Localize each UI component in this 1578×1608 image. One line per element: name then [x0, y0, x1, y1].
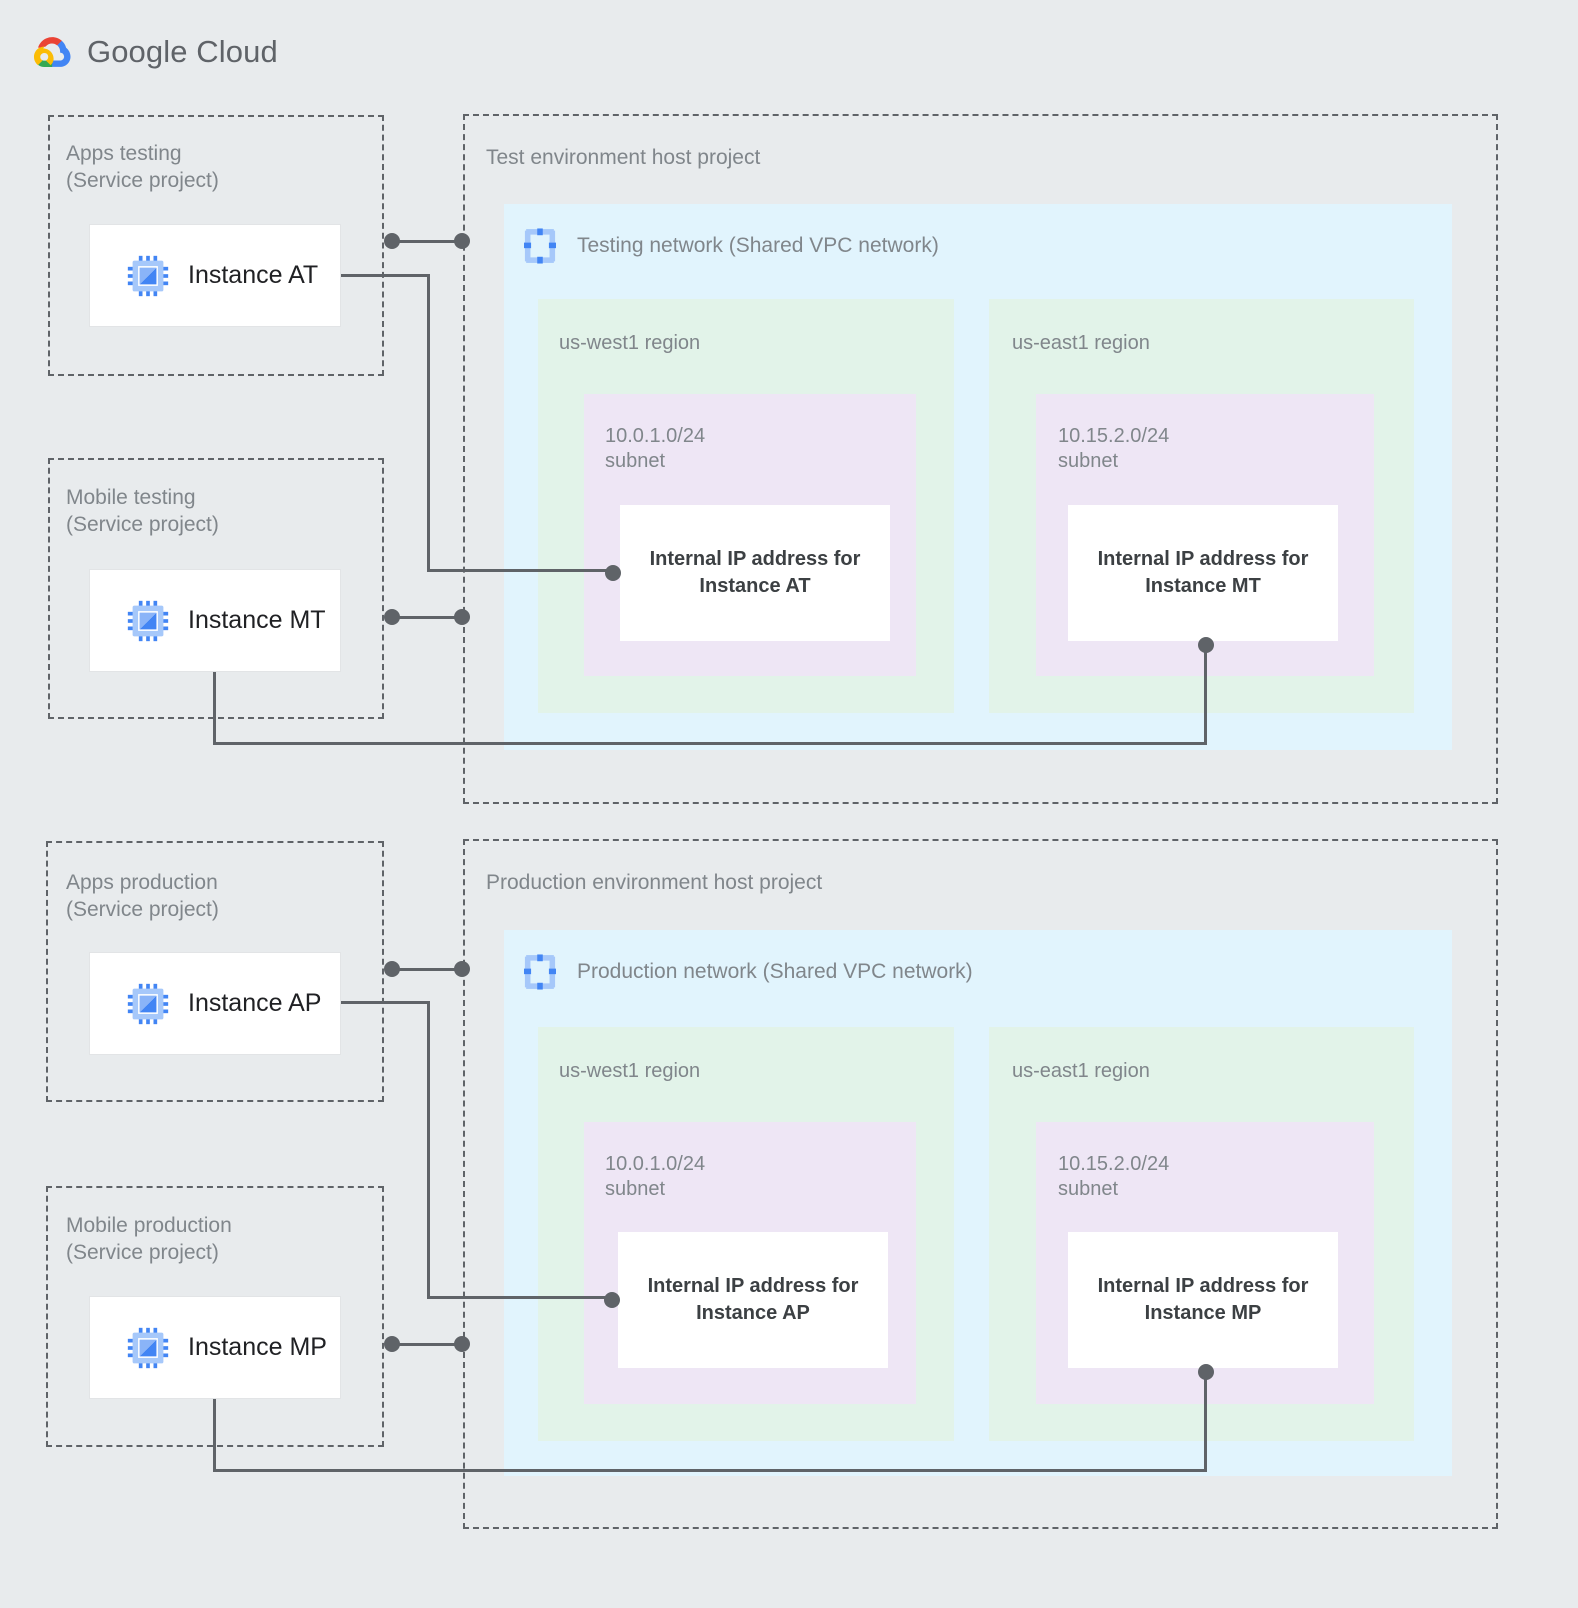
- ip-card-text-ap: Internal IP address for Instance AP: [647, 1275, 859, 1324]
- connector-ap-seg3: [427, 1296, 615, 1299]
- vpc-network-icon: [521, 952, 559, 992]
- region-label-prod-us-east1: us-east1 region: [1012, 1060, 1150, 1082]
- service-project-apps-testing-title: Apps testing (Service project): [66, 142, 219, 192]
- connector-line-ap-peer: [392, 968, 462, 971]
- instance-card-at[interactable]: Instance AT: [89, 224, 341, 327]
- brand-name: Google Cloud: [87, 34, 278, 70]
- service-project-mobile-testing-title: Mobile testing (Service project): [66, 486, 219, 536]
- connector-ap-seg2: [427, 1001, 430, 1299]
- ip-card-instance-ap: Internal IP address for Instance AP: [618, 1232, 888, 1368]
- connector-mp-seg1: [213, 1399, 216, 1471]
- instance-label-mt: Instance MT: [188, 606, 326, 634]
- connector-dot-mp-ip: [1198, 1364, 1214, 1380]
- cpu-instance-icon: [126, 599, 170, 643]
- connector-mp-seg3: [1204, 1372, 1207, 1472]
- brand-name-bold: Google: [87, 34, 188, 69]
- region-label-prod-us-west1: us-west1 region: [559, 1060, 701, 1082]
- instance-card-ap[interactable]: Instance AP: [89, 952, 341, 1055]
- service-project-apps-production-title: Apps production (Service project): [66, 871, 219, 921]
- host-project-test-env: [463, 114, 1498, 804]
- connector-at-seg2: [427, 274, 430, 571]
- subnet-label-test-us-east1: 10.15.2.0/24 subnet: [1058, 425, 1170, 472]
- connector-line-at-peer: [392, 240, 462, 243]
- ip-card-instance-mp: Internal IP address for Instance MP: [1068, 1232, 1338, 1368]
- connector-dot-at-ip: [605, 565, 621, 581]
- connector-mp-seg2: [213, 1469, 1207, 1472]
- cpu-instance-icon: [126, 254, 170, 298]
- host-project-prod-env: [463, 839, 1498, 1529]
- connector-at-seg1: [341, 274, 430, 277]
- ip-card-text-mt: Internal IP address for Instance MT: [1097, 548, 1309, 597]
- instance-label-mp: Instance MP: [188, 1333, 327, 1361]
- instance-card-mt[interactable]: Instance MT: [89, 569, 341, 672]
- connector-mt-seg1: [213, 672, 216, 744]
- subnet-label-prod-us-west1: 10.0.1.0/24 subnet: [605, 1153, 706, 1200]
- connector-dot-mt-ip: [1198, 637, 1214, 653]
- google-cloud-logo-icon: [30, 33, 74, 71]
- subnet-label-test-us-west1: 10.0.1.0/24 subnet: [605, 425, 706, 472]
- google-cloud-logo: Google Cloud: [30, 33, 278, 71]
- instance-card-mp[interactable]: Instance MP: [89, 1296, 341, 1399]
- ip-card-instance-at: Internal IP address for Instance AT: [620, 505, 890, 641]
- connector-dot-ap-ip: [604, 1292, 620, 1308]
- connector-line-mt-peer: [392, 616, 462, 619]
- network-header-testing: Testing network (Shared VPC network): [521, 226, 939, 266]
- vpc-network-icon: [521, 226, 559, 266]
- connector-ap-seg1: [341, 1001, 430, 1004]
- instance-label-at: Instance AT: [188, 261, 319, 289]
- ip-card-instance-mt: Internal IP address for Instance MT: [1068, 505, 1338, 641]
- connector-dot-mp-right: [454, 1336, 470, 1352]
- brand-name-light: Cloud: [196, 34, 278, 69]
- cpu-instance-icon: [126, 1326, 170, 1370]
- connector-dot-mt-right: [454, 609, 470, 625]
- service-project-apps-production: [46, 841, 384, 1102]
- region-label-test-us-west1: us-west1 region: [559, 332, 701, 354]
- region-label-test-us-east1: us-east1 region: [1012, 332, 1150, 354]
- ip-card-text-at: Internal IP address for Instance AT: [649, 548, 861, 597]
- connector-mt-seg3: [1204, 645, 1207, 745]
- host-project-test-env-title: Test environment host project: [486, 146, 761, 169]
- connector-mt-seg2: [213, 742, 1207, 745]
- ip-card-text-mp: Internal IP address for Instance MP: [1097, 1275, 1309, 1324]
- host-project-prod-env-title: Production environment host project: [486, 871, 823, 894]
- service-project-mobile-production-title: Mobile production (Service project): [66, 1214, 232, 1264]
- connector-dot-at-right: [454, 233, 470, 249]
- connector-line-mp-peer: [392, 1343, 462, 1346]
- network-label-testing: Testing network (Shared VPC network): [577, 234, 939, 257]
- connector-at-seg3: [427, 569, 617, 572]
- service-project-apps-testing: [48, 115, 384, 376]
- service-project-mobile-testing: [48, 458, 384, 719]
- network-label-production: Production network (Shared VPC network): [577, 960, 973, 983]
- connector-dot-ap-right: [454, 961, 470, 977]
- subnet-label-prod-us-east1: 10.15.2.0/24 subnet: [1058, 1153, 1170, 1200]
- network-header-production: Production network (Shared VPC network): [521, 952, 973, 992]
- cpu-instance-icon: [126, 982, 170, 1026]
- instance-label-ap: Instance AP: [188, 989, 322, 1017]
